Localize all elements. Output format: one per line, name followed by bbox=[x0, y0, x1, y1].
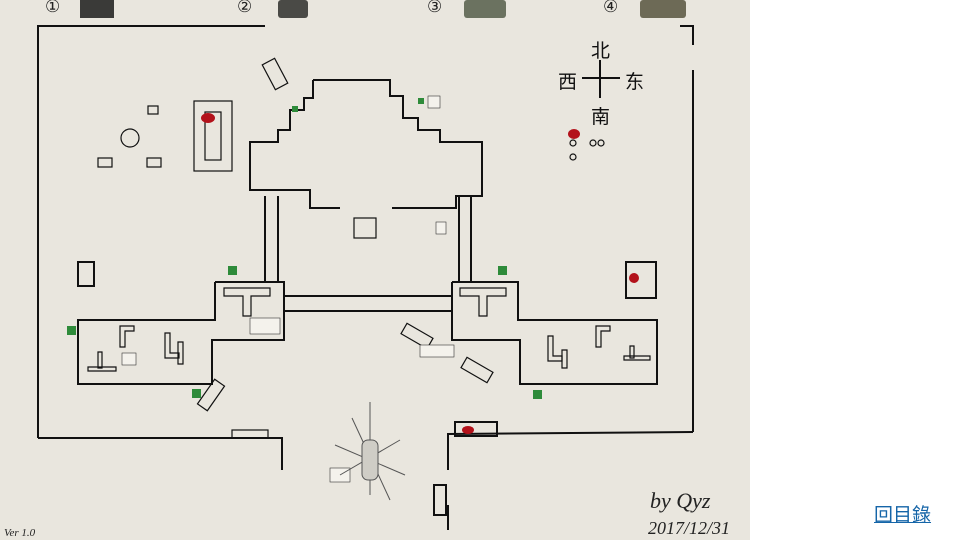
label-box bbox=[419, 344, 455, 358]
post-b bbox=[569, 153, 577, 161]
l-structure-west-b bbox=[164, 332, 180, 359]
crate-north bbox=[261, 57, 289, 91]
crate-west-b bbox=[146, 157, 162, 168]
exit-sign-icon bbox=[292, 106, 298, 112]
post-a bbox=[569, 139, 577, 147]
compass-north: 北 bbox=[591, 40, 611, 62]
explosive-barrel-icon bbox=[629, 273, 639, 283]
main-building-wall bbox=[249, 80, 340, 209]
east-wing-wall bbox=[451, 281, 658, 385]
crate-west-c bbox=[147, 105, 159, 115]
exit-sign-icon bbox=[228, 266, 237, 275]
bar-east-c bbox=[561, 349, 568, 369]
l-structure-east-a bbox=[595, 325, 611, 348]
label-box bbox=[427, 95, 441, 109]
floor-plan-map: ① ② ③ ④ 北 西 东 南 by Qyz 2017/12/31 Ver 1.… bbox=[0, 0, 750, 540]
crate-center bbox=[353, 217, 377, 239]
crate-mid-a bbox=[400, 322, 434, 350]
court-net-west bbox=[204, 111, 222, 161]
exit-signs bbox=[67, 98, 542, 399]
barrels bbox=[201, 113, 639, 434]
t-structure-east bbox=[459, 287, 507, 317]
exit-sign-icon bbox=[498, 266, 507, 275]
compass-west: 西 bbox=[558, 71, 578, 93]
main-building-wall-north bbox=[313, 79, 483, 209]
apc-icon bbox=[464, 0, 506, 18]
compass-east: 东 bbox=[625, 71, 645, 93]
tank-icon bbox=[80, 0, 114, 18]
bar-west-c bbox=[177, 341, 184, 365]
label-box bbox=[121, 352, 137, 366]
bar-west-e bbox=[97, 351, 103, 369]
explosive-barrel-icon bbox=[568, 129, 580, 139]
storage-room-west bbox=[77, 261, 95, 287]
exit-sign-icon bbox=[533, 390, 542, 399]
court-west bbox=[193, 100, 233, 172]
well-west bbox=[120, 128, 140, 148]
l-structure-west-a bbox=[119, 325, 135, 348]
booth-south bbox=[433, 484, 447, 516]
storage-room-south bbox=[454, 421, 498, 437]
bar-east-d bbox=[623, 355, 651, 361]
exit-sign-icon bbox=[67, 326, 76, 335]
l-structure-east-b bbox=[547, 335, 563, 362]
post-c bbox=[589, 139, 597, 147]
jeep-icon bbox=[278, 0, 308, 18]
label-box bbox=[435, 221, 447, 235]
compass-south: 南 bbox=[591, 106, 611, 128]
bar-west-d bbox=[87, 366, 117, 372]
helicopter-icon bbox=[334, 402, 406, 501]
vehicle-marker-3: ③ bbox=[427, 0, 443, 17]
vehicle-thumbnails bbox=[80, 0, 686, 18]
gate-southwest bbox=[231, 429, 269, 439]
truck-icon bbox=[640, 0, 686, 18]
post-d bbox=[597, 139, 605, 147]
vehicle-marker-1: ① bbox=[45, 0, 61, 17]
outer-wall-southwest bbox=[38, 437, 283, 470]
vehicle-marker-2: ② bbox=[237, 0, 253, 17]
signature-date: 2017/12/31 bbox=[648, 518, 731, 538]
t-structure-west bbox=[223, 287, 271, 317]
explosive-barrel-icon bbox=[201, 113, 215, 123]
back-to-index-link[interactable]: 回目錄 bbox=[874, 504, 932, 526]
crate-southwest bbox=[196, 378, 226, 412]
signature-author: by Qyz bbox=[650, 488, 711, 513]
outer-wall-right bbox=[680, 25, 694, 45]
label-box bbox=[249, 317, 281, 335]
exit-sign-icon bbox=[192, 389, 201, 398]
outer-wall-southeast bbox=[447, 431, 694, 470]
crate-mid-b bbox=[460, 356, 494, 384]
crate-west-a bbox=[97, 157, 113, 168]
vehicle-marker-4: ④ bbox=[603, 0, 619, 17]
version-label: Ver 1.0 bbox=[4, 527, 36, 539]
explosive-barrel-icon bbox=[462, 426, 474, 434]
exit-sign-icon bbox=[418, 98, 424, 104]
floor-plan-drawing bbox=[37, 0, 694, 530]
storage-room-east bbox=[625, 261, 657, 299]
bar-east-e bbox=[629, 345, 635, 359]
outer-wall-left bbox=[37, 25, 265, 36]
compass-cross bbox=[582, 60, 620, 98]
